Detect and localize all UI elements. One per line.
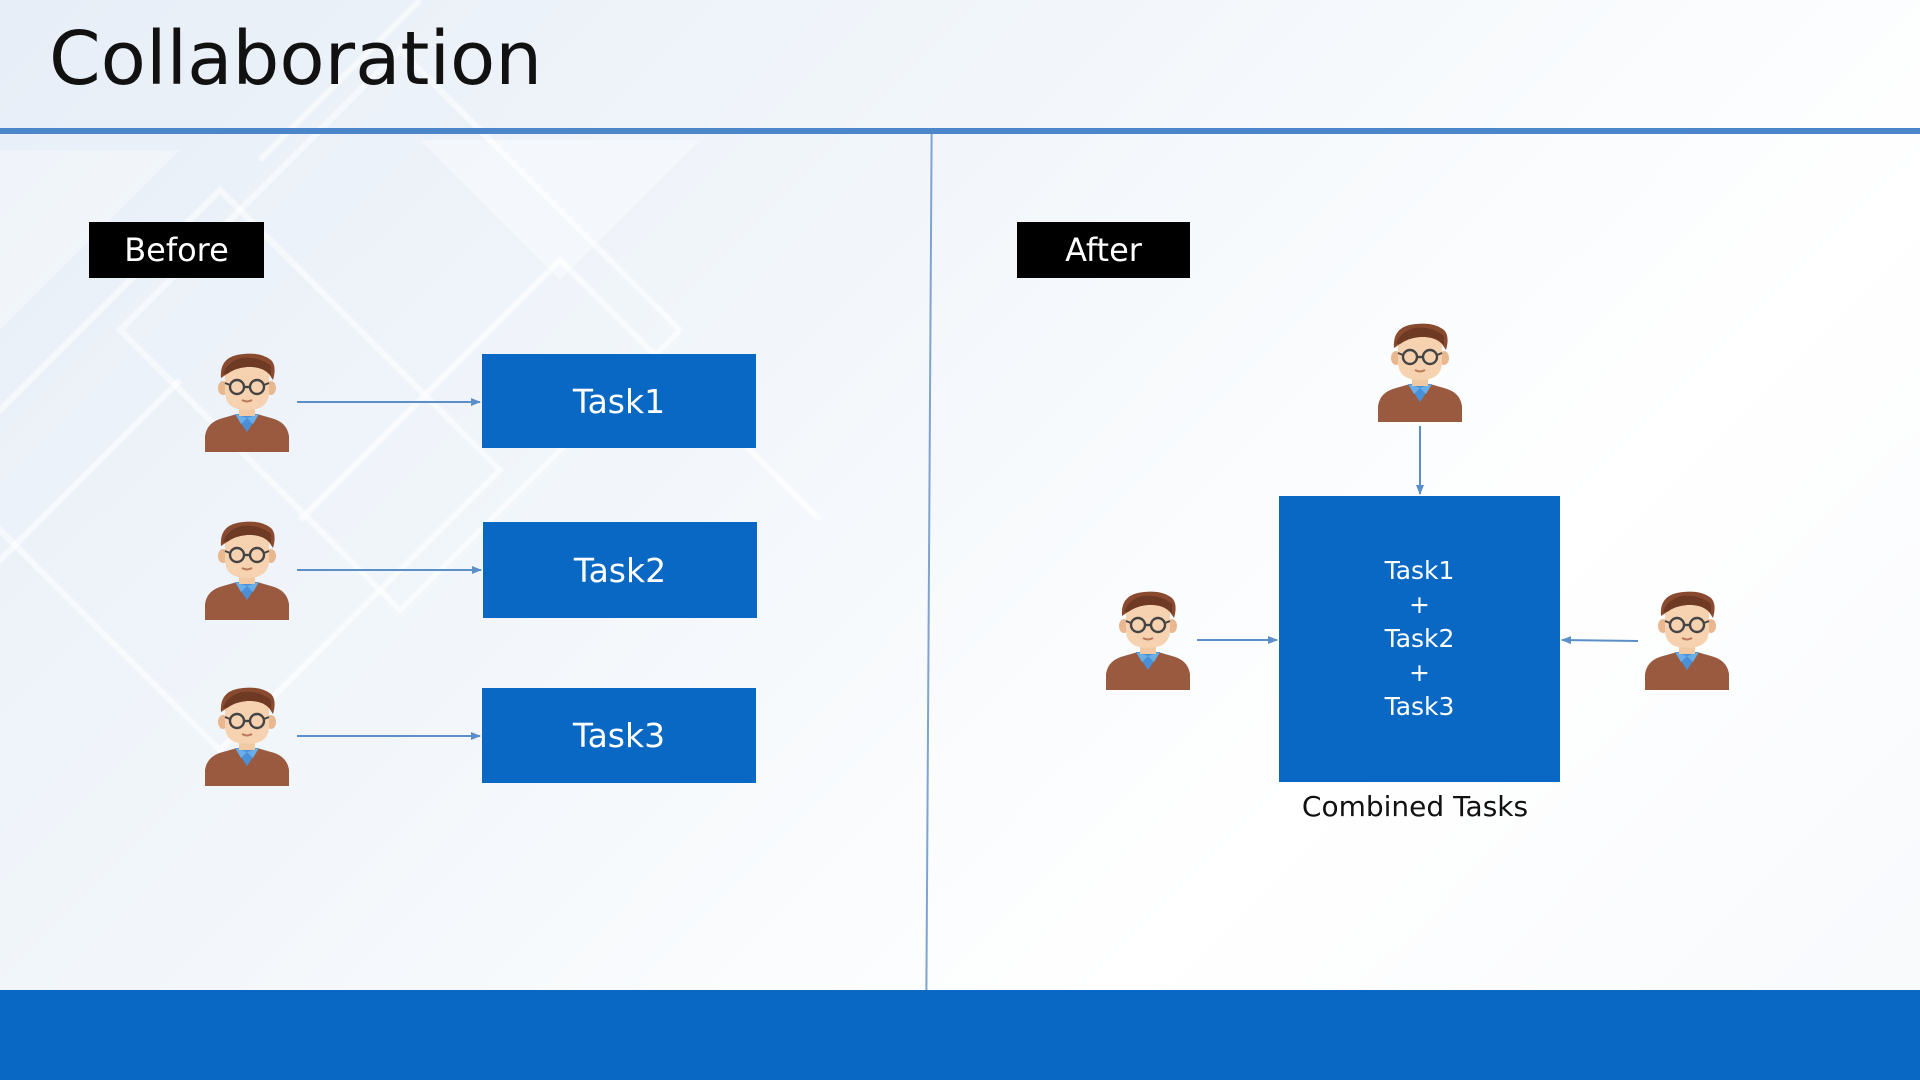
footer-bar bbox=[0, 990, 1920, 1080]
task2-label: Task2 bbox=[573, 550, 667, 590]
person-before-3-icon bbox=[201, 686, 293, 786]
task1-box: Task1 bbox=[482, 354, 756, 448]
before-label: Before bbox=[89, 222, 264, 278]
combined-line-task1: Task1 bbox=[1384, 556, 1455, 585]
slide-title: Collaboration bbox=[49, 16, 543, 102]
combined-line-plus-1: + bbox=[1409, 590, 1430, 619]
task3-box: Task3 bbox=[482, 688, 756, 783]
combined-tasks-caption: Combined Tasks bbox=[1301, 790, 1529, 823]
task1-label: Task1 bbox=[572, 381, 666, 421]
after-label: After bbox=[1017, 222, 1190, 278]
before-label-text: Before bbox=[124, 231, 229, 269]
combined-line-plus-2: + bbox=[1409, 658, 1430, 687]
person-after-left-icon bbox=[1102, 590, 1194, 690]
task2-box: Task2 bbox=[483, 522, 757, 618]
person-before-1-icon bbox=[201, 352, 293, 452]
arrow-right-person-combined bbox=[1561, 636, 1639, 645]
person-before-2-icon bbox=[201, 520, 293, 620]
person-after-right-icon bbox=[1641, 590, 1733, 690]
combined-tasks-box: Task1 + Task2 + Task3 bbox=[1279, 496, 1560, 782]
person-after-top-icon bbox=[1374, 322, 1466, 422]
task3-label: Task3 bbox=[572, 716, 666, 755]
combined-line-task2: Task2 bbox=[1384, 624, 1455, 653]
after-label-text: After bbox=[1065, 231, 1142, 269]
combined-line-task3: Task3 bbox=[1384, 692, 1455, 721]
title-underline bbox=[0, 128, 1920, 134]
